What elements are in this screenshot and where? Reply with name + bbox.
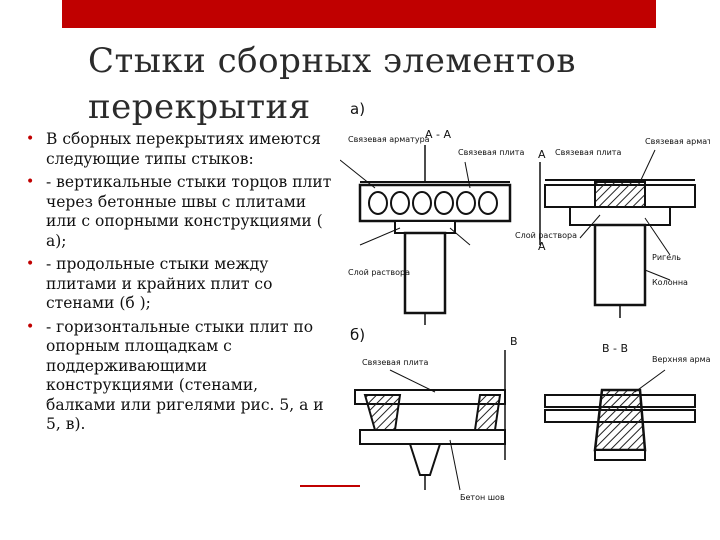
callout-a-tie-plate: Связевая плита <box>555 148 621 157</box>
slide-title: Стыки сборных элементов перекрытия <box>88 41 576 127</box>
bullet-icon: • <box>26 318 35 335</box>
bullet-list: • В сборных перекрытиях имеются следующие… <box>22 130 332 439</box>
bullet-item: • - вертикальные стыки торцов плит через … <box>22 173 332 251</box>
callout-b-top-rebar: Верхняя арматура <box>652 355 710 364</box>
bullet-icon: • <box>26 256 35 272</box>
joint-drawings: а) А - А Связевая арматура Связева <box>340 100 710 502</box>
drawing-a-left <box>340 145 512 325</box>
callout-a-mortar: Слой раствора <box>515 231 577 240</box>
marker-a-top: А <box>538 148 546 161</box>
bullet-text: В сборных перекрытиях имеются следующие … <box>46 130 321 168</box>
callout-b-concrete: Бетон шов <box>460 493 505 502</box>
callout-a-column: Колонна <box>652 278 688 287</box>
bullet-item: • - горизонтальные стыки плит по опорным … <box>22 318 332 435</box>
bullet-text: - продольные стыки между плитами и крайн… <box>46 255 273 312</box>
header-accent-bar <box>62 0 656 28</box>
callout-a-rebar-mid: Связевая плита <box>458 148 524 157</box>
callout-a-rebar-left: Связевая арматура <box>348 135 430 144</box>
bullet-text: - горизонтальные стыки плит по опорным п… <box>46 317 324 434</box>
callout-a-mortar-left: Слой раствора <box>348 268 410 277</box>
marker-b: В <box>510 335 518 348</box>
drawing-b-left <box>354 350 506 491</box>
bullet-icon: • <box>26 131 35 147</box>
accent-underline <box>300 485 360 487</box>
marker-a-bottom: А <box>538 240 546 253</box>
section-a-label: А - А <box>425 128 451 141</box>
panel-b-label: б) <box>350 326 365 344</box>
bullet-item: • - продольные стыки между плитами и край… <box>22 255 332 314</box>
callout-b-tie-plate: Связевая плита <box>362 358 428 367</box>
bullet-icon: • <box>26 174 35 190</box>
bullet-text: - вертикальные стыки торцов плит через б… <box>46 173 332 250</box>
panel-a-label: а) <box>350 100 365 118</box>
drawing-a-right <box>539 149 696 318</box>
drawing-b-right <box>544 369 696 461</box>
section-b-label: В - В <box>602 342 628 355</box>
bullet-item: • В сборных перекрытиях имеются следующие… <box>22 130 332 169</box>
callout-a-rebar-right: Связевая арматура <box>645 137 710 146</box>
callout-a-crossbar: Ригель <box>652 253 681 262</box>
